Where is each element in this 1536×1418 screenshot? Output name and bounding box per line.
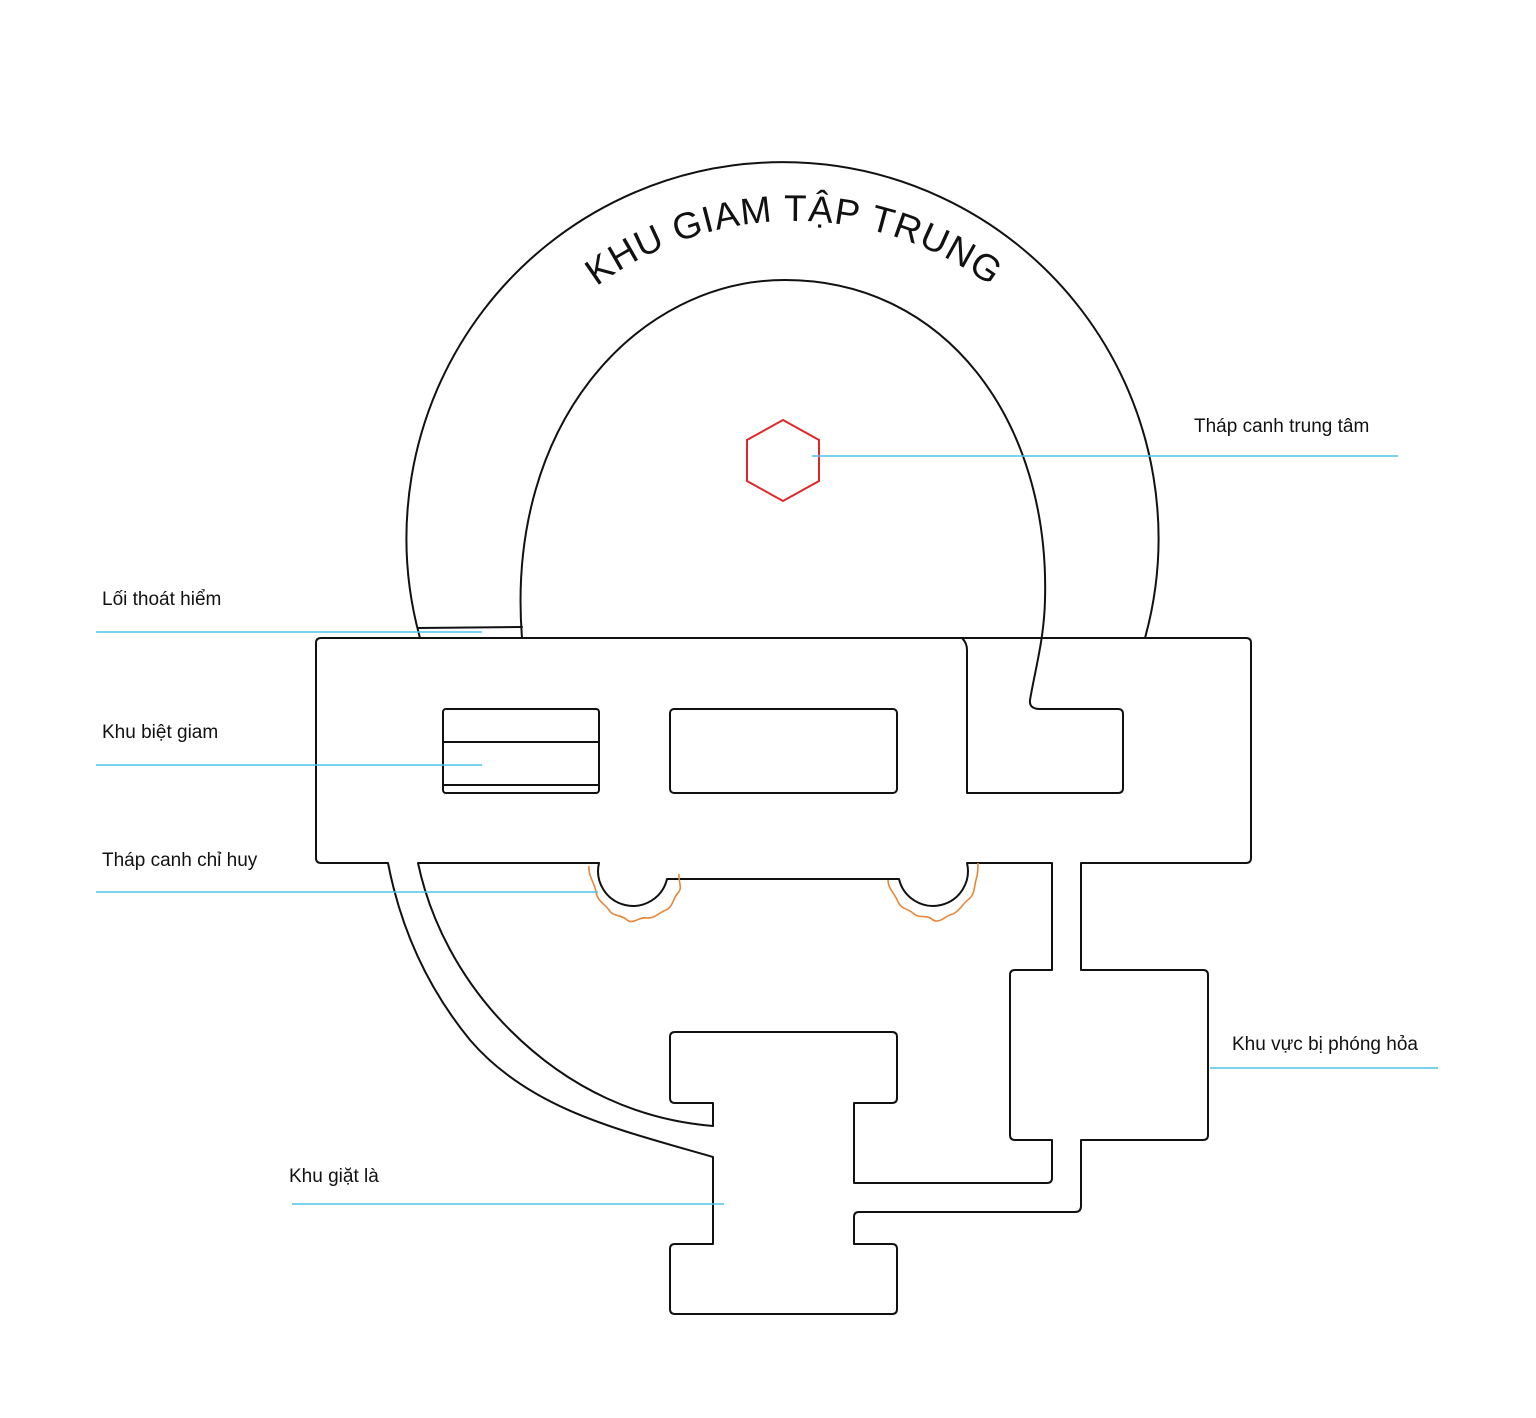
central-tower-label: Tháp canh trung tâm: [1194, 416, 1369, 437]
laundry-label: Khu giặt là: [289, 1166, 379, 1187]
central-room: [669, 708, 898, 794]
main-block: [315, 637, 1252, 1315]
burned-area-label: Khu vực bị phóng hỏa: [1232, 1034, 1418, 1055]
zone-title: KHU GIAM TẬP TRUNG: [578, 188, 1011, 293]
central-tower-marker: [746, 418, 820, 503]
command-tower-right: [887, 862, 979, 922]
emergency-exit-gap: [417, 626, 523, 629]
emergency-exit-label: Lối thoát hiểm: [102, 589, 221, 610]
solitary-label: Khu biệt giam: [102, 722, 218, 743]
solitary-cells: [442, 708, 600, 794]
concentration-zone: KHU GIAM TẬP TRUNG: [405, 161, 1160, 710]
command-tower-label: Tháp canh chỉ huy: [102, 850, 258, 871]
command-tower-left: [588, 865, 682, 923]
